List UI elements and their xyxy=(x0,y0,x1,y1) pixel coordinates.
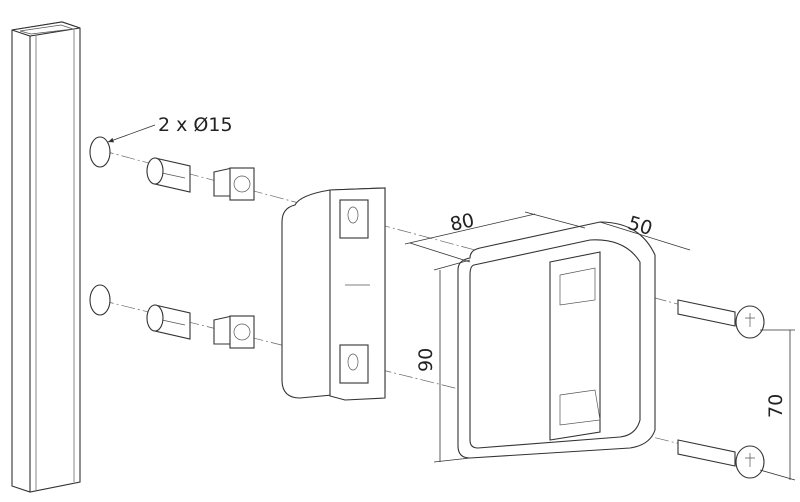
screw-spacing-dim-label: 70 xyxy=(765,394,787,418)
hole-callout: 2 x Ø15 xyxy=(107,114,233,143)
sleeve-lower xyxy=(146,304,191,340)
backing-plate xyxy=(281,187,386,401)
hole-spec-label: 2 x Ø15 xyxy=(158,114,233,136)
hole-lower xyxy=(89,284,111,316)
handle-body xyxy=(457,221,656,459)
dimension-height: 90 xyxy=(415,259,471,463)
sleeve-upper xyxy=(146,157,191,193)
dimension-width: 80 xyxy=(404,209,586,263)
height-dim-label: 90 xyxy=(415,348,437,372)
width-dim-label: 80 xyxy=(448,209,476,236)
screw-lower xyxy=(677,439,765,479)
insert-upper xyxy=(213,167,255,201)
hole-upper xyxy=(89,136,111,168)
dimension-screw-spacing: 70 xyxy=(759,329,796,481)
insert-lower xyxy=(213,315,255,349)
square-post xyxy=(11,21,111,493)
screw-upper xyxy=(677,299,765,339)
